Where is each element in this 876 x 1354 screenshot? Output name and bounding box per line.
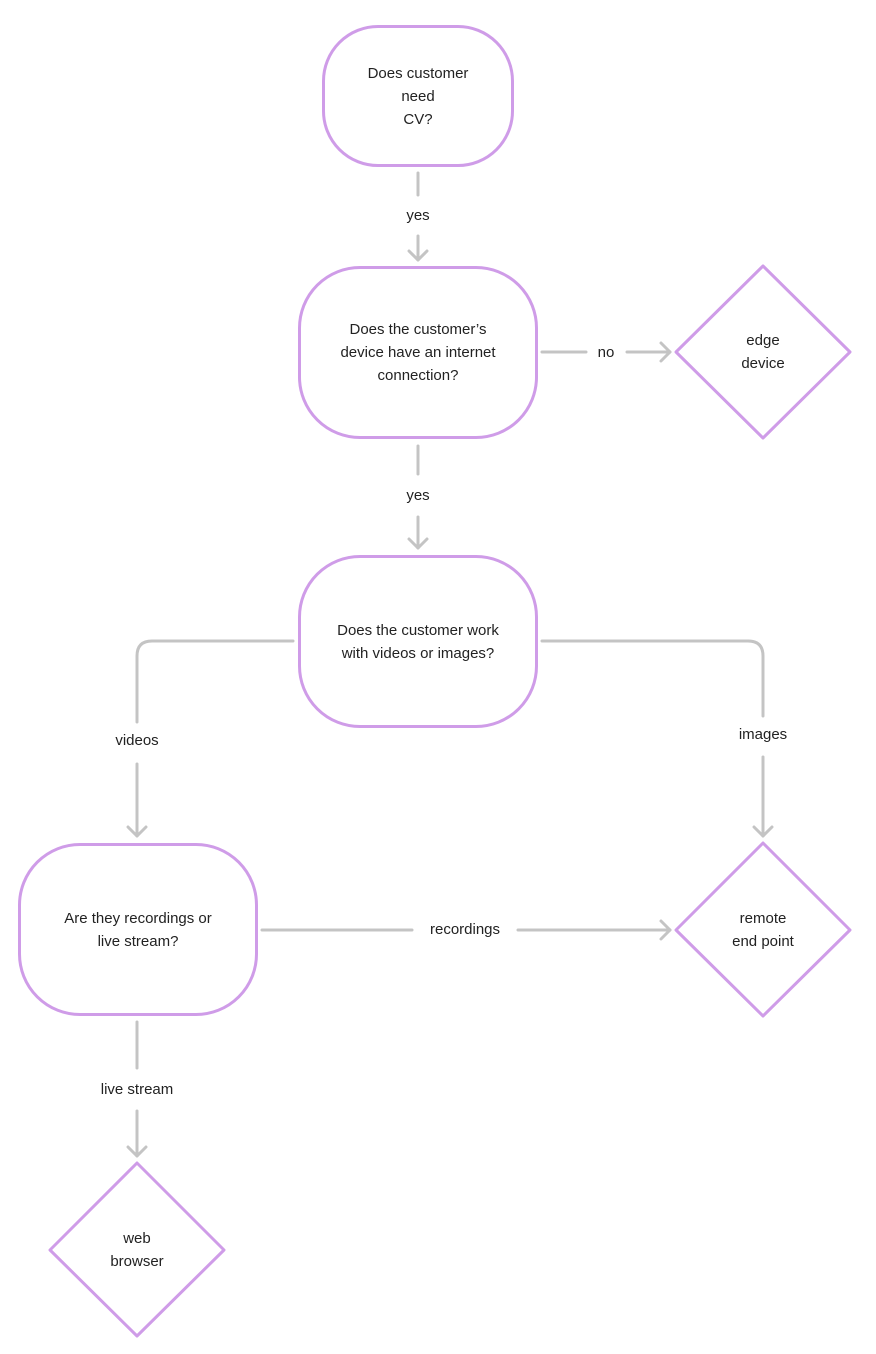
decision-videos-or-images: Does the customer work with videos or im… [298,555,538,728]
diamond-remote-end-point [674,841,852,1018]
connector-media-to-images-top [540,639,765,718]
edge-label-images: images [732,726,794,744]
diamond-edge-device [674,264,852,440]
edge-device-node: edge device [703,322,823,382]
decision-internet-connection: Does the customer’s device have an inter… [298,266,538,439]
edge-label-live-stream: live stream [94,1081,180,1099]
arrowhead-edge-device [659,341,672,363]
web-browser-node: web browser [77,1220,197,1280]
arrowhead-remote-from-images [752,825,774,838]
edge-label-recordings: recordings [423,921,507,939]
arrowhead-remote-from-recordings [659,919,672,941]
connector-media-to-videos-top [135,639,295,724]
edge-label-internet-yes: yes [400,487,436,505]
remote-end-point-node: remote end point [703,900,823,960]
decision-recordings-or-live: Are they recordings or live stream? [18,843,258,1016]
decision-needs-cv-label: Does customer need CV? [367,64,469,128]
edge-label-videos: videos [109,732,165,750]
web-browser-label: web browser [110,1230,164,1270]
decision-internet-connection-label: Does the customer’s device have an inter… [340,321,496,384]
edge-label-cv-yes: yes [400,207,436,225]
decision-recordings-or-live-label: Are they recordings or live stream? [64,909,212,950]
arrowhead-web-browser [126,1145,148,1158]
edge-label-internet-no: no [591,344,621,362]
diamond-web-browser [48,1161,226,1338]
arrowhead-internet [407,249,429,262]
decision-videos-or-images-label: Does the customer work with videos or im… [337,621,499,662]
remote-end-point-label: remote end point [732,910,794,950]
edge-device-label: edge device [741,332,785,372]
arrowhead-recordings-question [126,825,148,838]
arrowhead-media [407,537,429,550]
decision-needs-cv: Does customer need CV? [322,25,514,167]
